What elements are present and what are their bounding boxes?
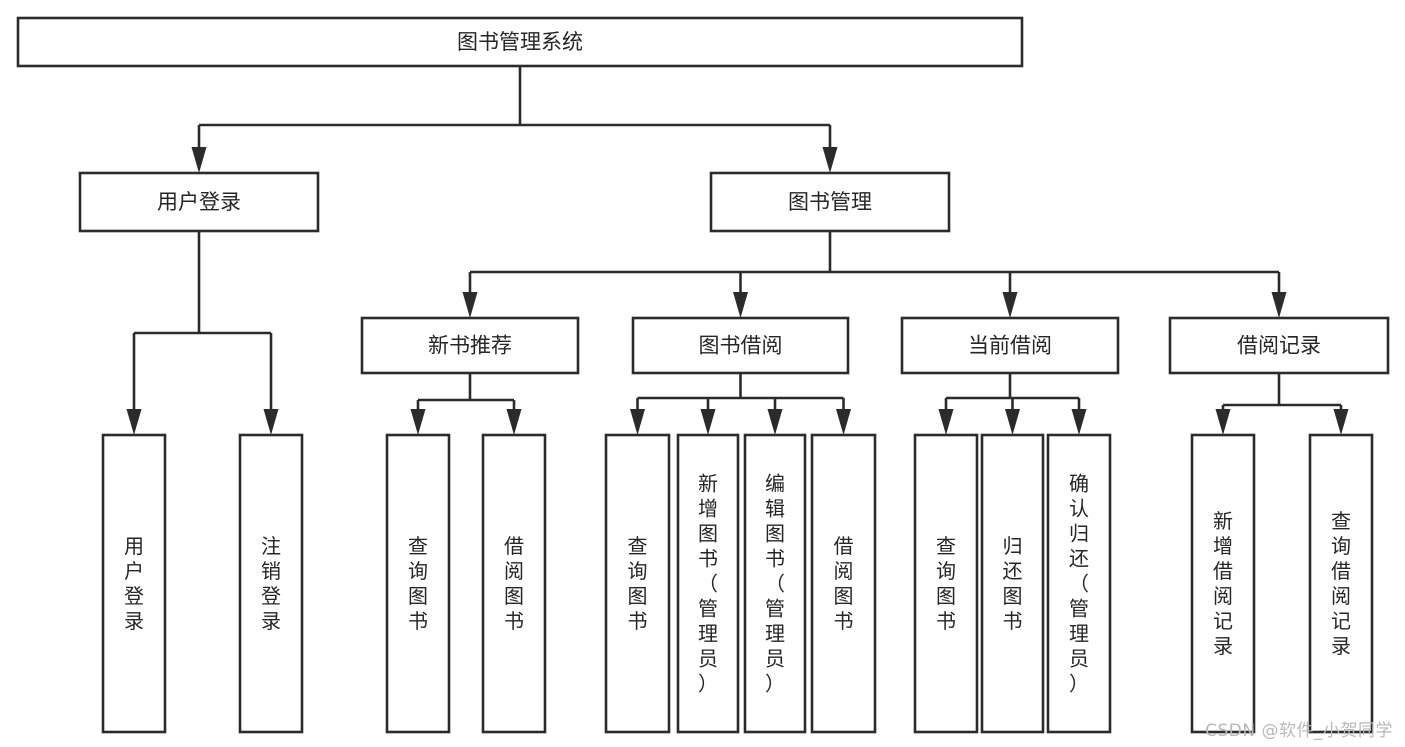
node-label: 借阅图书 xyxy=(504,534,524,633)
node-leaf-rec-query[interactable]: 查询图书 xyxy=(385,433,451,734)
node-leaf-br-add[interactable]: 新增借阅记录 xyxy=(1190,433,1256,734)
node-leaf-cb-confirm[interactable]: 确认归还（管理员） xyxy=(1046,433,1112,734)
node-label: 图书管理系统 xyxy=(457,30,583,54)
node-leaf-user-login[interactable]: 用户登录 xyxy=(101,433,167,734)
connector-group xyxy=(410,373,522,435)
node-root[interactable]: 图书管理系统 xyxy=(16,16,1024,68)
node-leaf-user-logout[interactable]: 注销登录 xyxy=(238,433,304,734)
node-new-book-rec[interactable]: 新书推荐 xyxy=(360,316,580,375)
node-leaf-cb-return[interactable]: 归还图书 xyxy=(980,433,1045,734)
node-label: 图书借阅 xyxy=(699,334,783,358)
node-label: 归还图书 xyxy=(1003,534,1023,633)
connector-group xyxy=(191,66,838,173)
node-leaf-br-query[interactable]: 查询借阅记录 xyxy=(1308,433,1374,734)
node-leaf-bb-query[interactable]: 查询图书 xyxy=(604,433,671,734)
node-label: 查询图书 xyxy=(628,534,648,633)
connector-group xyxy=(938,373,1087,435)
node-label: 查询图书 xyxy=(408,534,428,633)
node-borrow-record[interactable]: 借阅记录 xyxy=(1168,316,1390,375)
node-layer: 图书管理系统用户登录图书管理新书推荐图书借阅当前借阅借阅记录用户登录注销登录查询… xyxy=(16,16,1390,734)
node-label: 用户登录 xyxy=(157,190,241,214)
node-label: 借阅记录 xyxy=(1237,334,1321,358)
node-label: 新增借阅记录 xyxy=(1213,509,1233,658)
node-leaf-bb-add[interactable]: 新增图书（管理员） xyxy=(676,433,740,734)
node-label: 新书推荐 xyxy=(428,334,512,358)
node-label: 编辑图书（管理员） xyxy=(765,472,785,696)
node-current-borrow[interactable]: 当前借阅 xyxy=(900,316,1120,375)
node-leaf-bb-edit[interactable]: 编辑图书（管理员） xyxy=(743,433,807,734)
connector-group xyxy=(126,231,279,435)
node-leaf-cb-query[interactable]: 查询图书 xyxy=(913,433,979,734)
connector-group xyxy=(462,231,1287,318)
node-leaf-rec-borrow[interactable]: 借阅图书 xyxy=(481,433,547,734)
node-label: 查询图书 xyxy=(936,534,956,633)
node-label: 注销登录 xyxy=(261,534,281,633)
connector-layer xyxy=(126,66,1349,435)
node-label: 新增图书（管理员） xyxy=(698,472,718,696)
node-user-login[interactable]: 用户登录 xyxy=(78,171,320,233)
node-book-borrow[interactable]: 图书借阅 xyxy=(631,316,850,375)
node-label: 图书管理 xyxy=(788,190,872,214)
node-label: 当前借阅 xyxy=(968,334,1052,358)
node-label: 确认归还（管理员） xyxy=(1069,472,1089,696)
node-leaf-bb-borrow[interactable]: 借阅图书 xyxy=(810,433,877,734)
connector-group xyxy=(630,373,851,435)
node-book-manage[interactable]: 图书管理 xyxy=(709,171,951,233)
node-label: 借阅图书 xyxy=(834,534,854,633)
connector-group xyxy=(1215,373,1349,435)
node-label: 查询借阅记录 xyxy=(1331,509,1351,658)
node-label: 用户登录 xyxy=(124,534,144,633)
